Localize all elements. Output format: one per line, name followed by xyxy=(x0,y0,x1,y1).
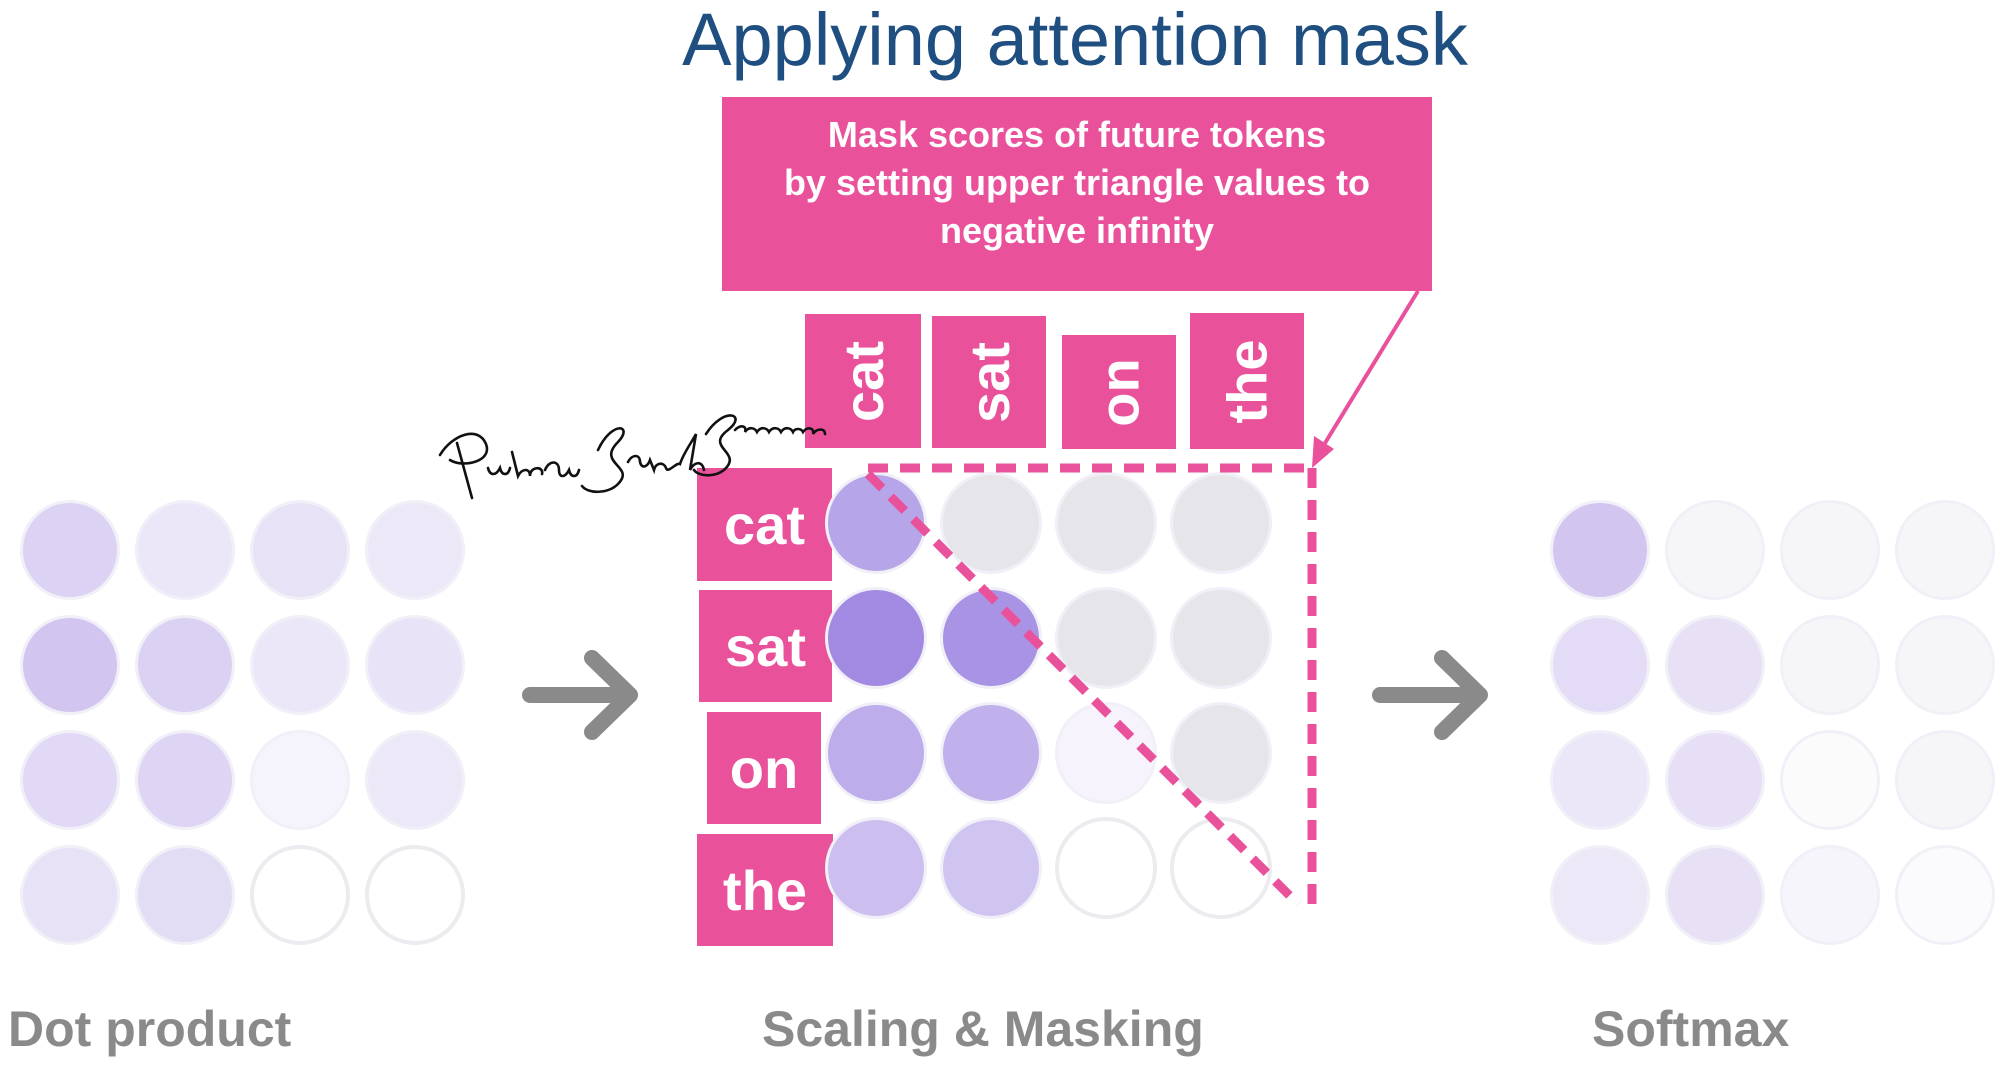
mask-callout: Mask scores of future tokens by setting … xyxy=(722,97,1432,291)
column-token-sat: sat xyxy=(932,316,1046,448)
scaled-masked-cell xyxy=(1170,587,1272,689)
mask-boundary xyxy=(864,463,1317,910)
scaled-masked-matrix xyxy=(820,460,1300,940)
scaled-masked-cell xyxy=(940,817,1042,919)
column-token-cat: cat xyxy=(805,314,921,448)
softmax-cell xyxy=(1780,500,1880,600)
scaled-masked-cell xyxy=(940,702,1042,804)
callout-pointer xyxy=(1312,289,1420,468)
stage-label-softmax: Softmax xyxy=(1592,1001,1790,1057)
dot-product-cell xyxy=(20,845,120,945)
row-token-cat: cat xyxy=(697,468,832,581)
dot-product-cell xyxy=(20,500,120,600)
scaled-masked-cell xyxy=(1170,472,1272,574)
softmax-cell xyxy=(1895,615,1995,715)
scaled-masked-cell xyxy=(1170,702,1272,804)
dot-product-cell xyxy=(250,615,350,715)
dot-product-cell xyxy=(365,615,465,715)
signature-logo xyxy=(438,414,827,500)
dot-product-cell xyxy=(135,615,235,715)
dot-product-cell xyxy=(135,730,235,830)
softmax-cell xyxy=(1665,845,1765,945)
softmax-cell xyxy=(1550,845,1650,945)
scaled-masked-cell xyxy=(825,472,927,574)
scaled-masked-cell xyxy=(1170,817,1272,919)
arrow-right-icon xyxy=(1372,650,1488,740)
callout-line-2: by setting upper triangle values to xyxy=(783,162,1371,203)
row-token-on: on xyxy=(707,712,821,824)
softmax-cell xyxy=(1550,500,1650,600)
dot-product-cell xyxy=(365,845,465,945)
stage-label-scaling-masking: Scaling & Masking xyxy=(762,1001,1204,1057)
dot-product-cell xyxy=(250,730,350,830)
stage-label-dot-product: Dot product xyxy=(8,1001,292,1057)
softmax-cell xyxy=(1895,730,1995,830)
scaled-masked-cell xyxy=(825,702,927,804)
arrow-right-icon xyxy=(522,650,638,740)
dot-product-matrix xyxy=(0,460,480,980)
callout-line-3: negative infinity xyxy=(939,210,1215,251)
softmax-cell xyxy=(1665,730,1765,830)
softmax-cell xyxy=(1665,615,1765,715)
column-token-the: the xyxy=(1190,313,1304,449)
dot-product-cell xyxy=(250,845,350,945)
dot-product-cell xyxy=(135,845,235,945)
scaled-masked-cell xyxy=(1055,472,1157,574)
softmax-cell xyxy=(1780,615,1880,715)
softmax-cell xyxy=(1780,845,1880,945)
softmax-cell xyxy=(1895,845,1995,945)
row-token-sat: sat xyxy=(699,590,832,702)
dot-product-cell xyxy=(135,500,235,600)
softmax-cell xyxy=(1780,730,1880,830)
dot-product-cell xyxy=(365,500,465,600)
column-token-on: on xyxy=(1062,335,1176,449)
scaled-masked-cell xyxy=(1055,587,1157,689)
callout-line-1: Mask scores of future tokens xyxy=(827,114,1327,155)
scaled-masked-cell xyxy=(940,472,1042,574)
row-token-the: the xyxy=(697,834,833,946)
scaled-masked-cell xyxy=(940,587,1042,689)
softmax-matrix xyxy=(1550,460,2010,980)
dot-product-cell xyxy=(365,730,465,830)
softmax-cell xyxy=(1550,730,1650,830)
softmax-cell xyxy=(1895,500,1995,600)
page-title: Applying attention mask xyxy=(682,0,1468,81)
scaled-masked-cell xyxy=(1055,702,1157,804)
dot-product-cell xyxy=(20,615,120,715)
scaled-masked-cell xyxy=(1055,817,1157,919)
softmax-cell xyxy=(1665,500,1765,600)
dot-product-cell xyxy=(250,500,350,600)
scaled-masked-cell xyxy=(825,587,927,689)
scaled-masked-cell xyxy=(825,817,927,919)
dot-product-cell xyxy=(20,730,120,830)
softmax-cell xyxy=(1550,615,1650,715)
